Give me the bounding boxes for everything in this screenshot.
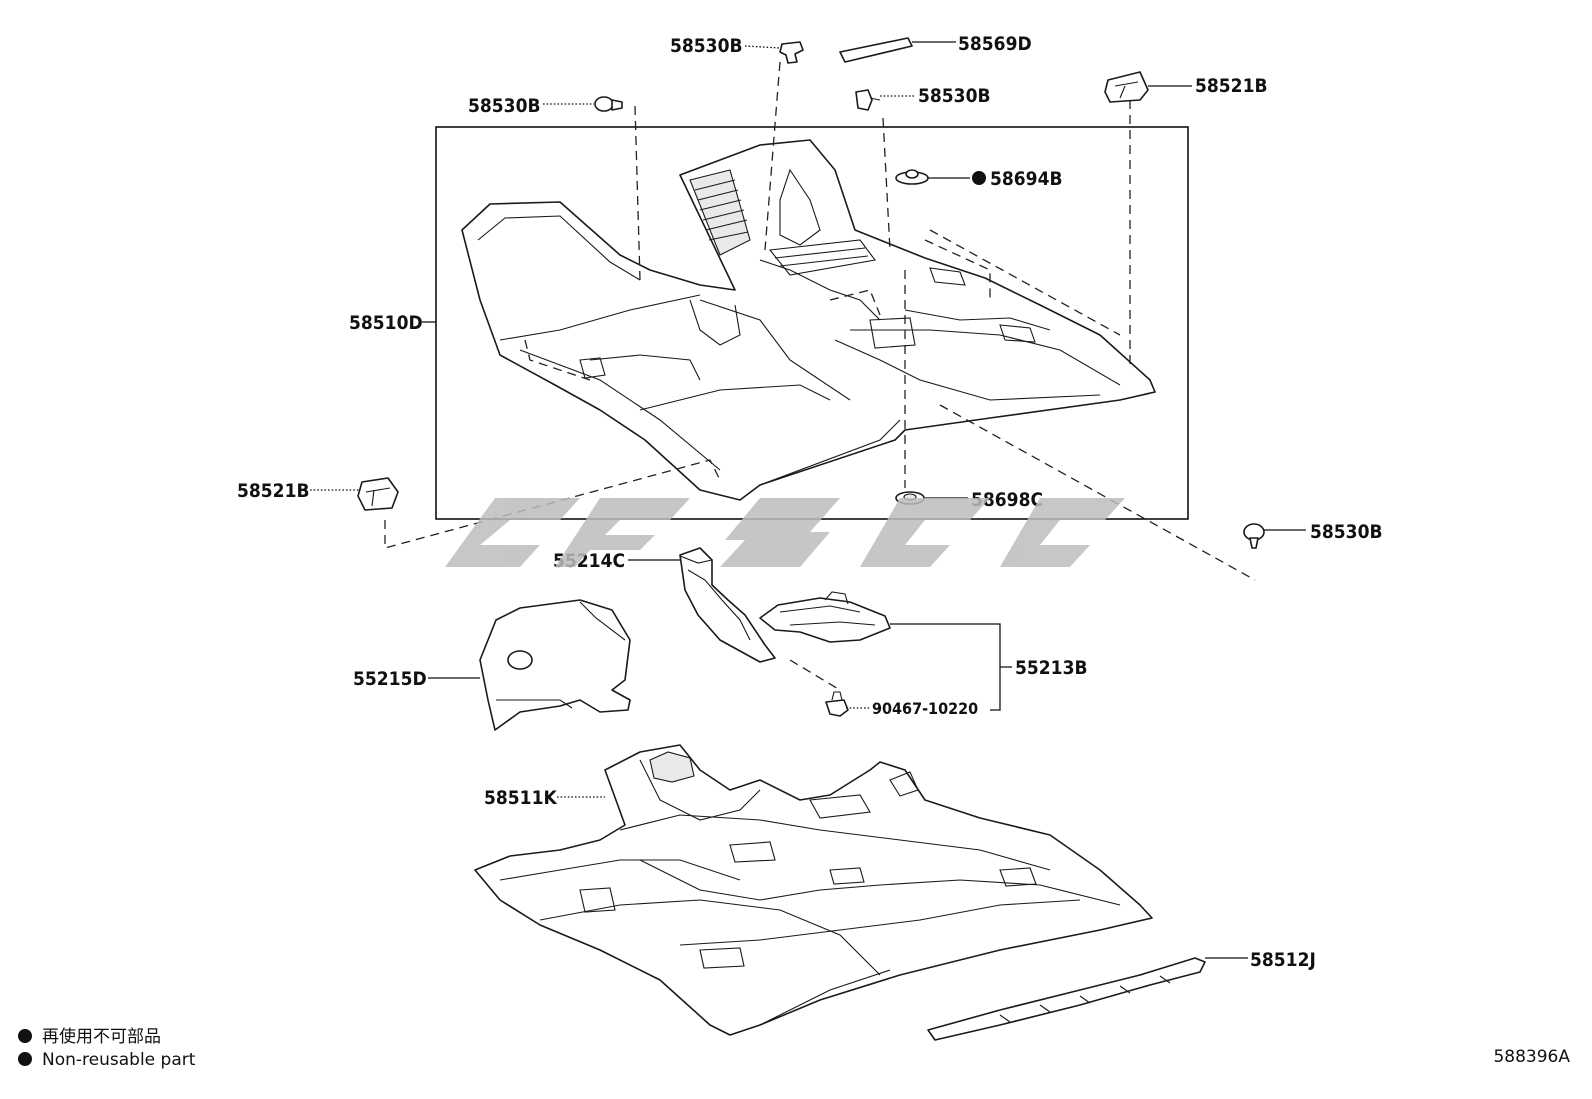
legend-en-text: Non-reusable part — [42, 1050, 196, 1070]
clip-58521B-left[interactable] — [357, 477, 399, 511]
label-58569D: 58569D — [958, 33, 1032, 55]
insulator-55213B[interactable] — [759, 591, 891, 643]
legend-bullet-icon — [18, 1029, 32, 1043]
clip-58530B-mid[interactable] — [855, 89, 881, 111]
legend-jp-text: 再使用不可部品 — [42, 1027, 161, 1047]
label-58530B-left: 58530B — [468, 95, 541, 117]
label-58521B-left: 58521B — [237, 480, 310, 502]
label-55215D: 55215D — [353, 668, 427, 690]
dash-line-10 — [939, 404, 1256, 581]
label-58512J: 58512J — [1250, 949, 1316, 971]
pad-58512J[interactable] — [927, 957, 1206, 1041]
dash-line-11 — [789, 659, 841, 691]
label-58694B: 58694B — [990, 168, 1063, 190]
plug-58694B[interactable] — [895, 169, 929, 185]
legend-en: Non-reusable part — [18, 1050, 195, 1070]
label-55213B: 55213B — [1015, 657, 1088, 679]
leader-58530B-top — [744, 45, 781, 49]
label-58698C: 58698C — [971, 489, 1043, 511]
insulator-55214C[interactable] — [679, 547, 776, 663]
dash-line-3 — [882, 117, 891, 251]
label-58521B-right: 58521B — [1195, 75, 1268, 97]
floor-carpet-58511K[interactable] — [474, 744, 1153, 1036]
clip-58530B-left[interactable] — [594, 96, 623, 112]
dash-line-6 — [929, 229, 1121, 336]
legend-jp: 再使用不可部品 — [18, 1022, 161, 1047]
dash-line-7 — [924, 239, 991, 300]
label-58511K: 58511K — [484, 787, 557, 809]
label-90467-10220: 90467-10220 — [872, 699, 978, 718]
watermark-logo — [445, 498, 1125, 567]
leader-55213B — [890, 623, 1012, 711]
floor-carpet-58510D[interactable] — [461, 139, 1156, 501]
insulator-55215D[interactable] — [479, 599, 631, 731]
clip-58521B-right[interactable] — [1104, 71, 1149, 103]
pad-58569D[interactable] — [839, 37, 913, 63]
legend-bullet-icon — [18, 1052, 32, 1066]
label-58530B-mid: 58530B — [918, 85, 991, 107]
clip-58530B-top[interactable] — [779, 41, 804, 64]
non-reusable-marker — [972, 171, 986, 185]
diagram-code: 588396A — [1493, 1047, 1570, 1067]
label-58530B-right: 58530B — [1310, 521, 1383, 543]
clip-58530B-right[interactable] — [1243, 523, 1265, 549]
dash-line-8 — [524, 339, 591, 381]
dash-line-1 — [634, 105, 641, 281]
label-58530B-top: 58530B — [670, 35, 743, 57]
label-58510D: 58510D — [349, 312, 423, 334]
dash-line-2 — [764, 61, 781, 251]
clip-90467-10220[interactable] — [825, 691, 849, 717]
